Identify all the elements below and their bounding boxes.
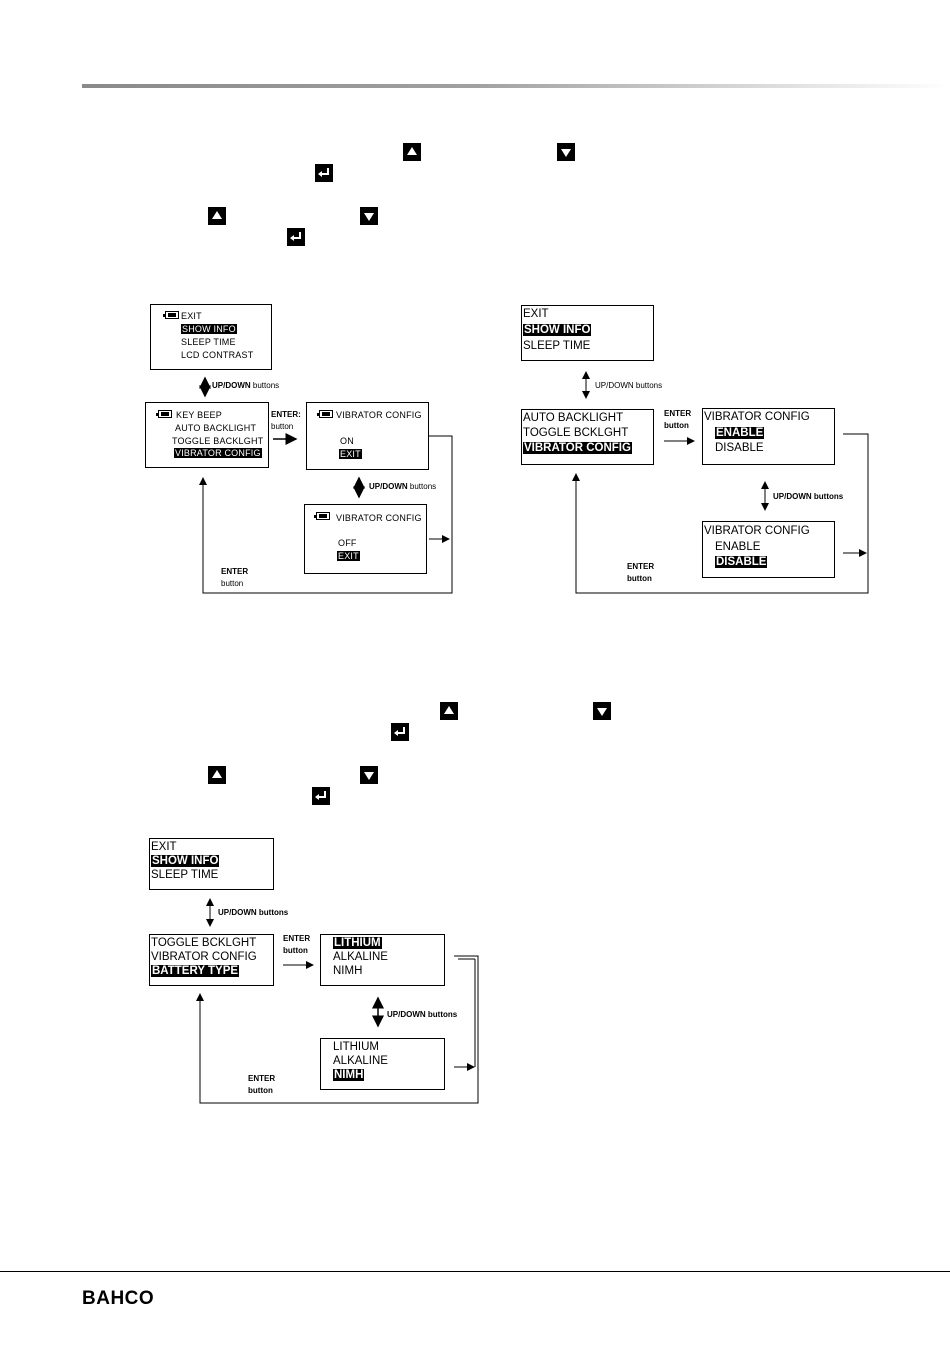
battery-icon — [163, 311, 179, 319]
menu-line: AUTO BACKLIGHT — [523, 412, 624, 424]
brand-logo: BAHCO — [82, 1288, 155, 1309]
enter-button-icon — [287, 228, 305, 246]
menu-line: SLEEP TIME — [523, 340, 591, 352]
option-line: DISABLE — [715, 442, 764, 454]
battery-lithium-screen: LITHIUM ALKALINE NIMH — [320, 934, 445, 986]
updown-label: UP/DOWN buttons — [218, 908, 289, 917]
option-line-selected: ENABLE — [715, 427, 765, 439]
option-line: ALKALINE — [333, 951, 388, 963]
screen-title: VIBRATOR CONFIG — [336, 410, 422, 420]
enter-button-icon — [391, 723, 409, 741]
menu-line-selected: VIBRATOR CONFIG — [523, 442, 632, 454]
option-line-selected: NIMH — [333, 1069, 365, 1081]
vibrator-enable-screen: VIBRATOR CONFIG ENABLE DISABLE — [702, 408, 835, 465]
vibrator-off-screen: VIBRATOR CONFIG OFF EXIT — [304, 504, 427, 574]
menu-screen-middle: AUTO BACKLIGHT TOGGLE BCKLGHT VIBRATOR C… — [521, 409, 654, 465]
menu-line: AUTO BACKLIGHT — [175, 423, 257, 433]
screen-title: VIBRATOR CONFIG — [704, 411, 810, 423]
battery-icon — [317, 410, 333, 418]
menu-line-selected: BATTERY TYPE — [151, 965, 240, 977]
option-line: OFF — [338, 538, 357, 548]
menu-line: EXIT — [151, 841, 177, 853]
down-triangle-button-icon — [593, 702, 611, 720]
battery-icon — [156, 410, 172, 418]
updown-label: UP/DOWN buttons — [369, 482, 437, 491]
enter-label: ENTER:button — [271, 410, 301, 431]
option-line: ALKALINE — [333, 1055, 388, 1067]
down-triangle-button-icon — [557, 143, 575, 161]
updown-label: UP/DOWN buttons — [212, 381, 280, 390]
option-line: ENABLE — [715, 541, 761, 553]
screen-title: VIBRATOR CONFIG — [704, 525, 810, 537]
menu-line: EXIT — [523, 308, 549, 320]
menu-line: SLEEP TIME — [151, 869, 219, 881]
menu-screen-top: EXIT SHOW INFO SLEEP TIME — [149, 838, 274, 890]
menu-line: KEY BEEP — [176, 410, 222, 420]
menu-screen-middle: KEY BEEP AUTO BACKLIGHT TOGGLE BACKLGHT … — [145, 402, 269, 468]
option-line-selected: LITHIUM — [333, 937, 382, 949]
menu-screen-middle: TOGGLE BCKLGHT VIBRATOR CONFIG BATTERY T… — [149, 934, 274, 986]
menu-line: TOGGLE BCKLGHT — [523, 427, 629, 439]
vibrator-disable-screen: VIBRATOR CONFIG ENABLE DISABLE — [702, 521, 835, 578]
menu-line: SLEEP TIME — [181, 337, 236, 347]
up-triangle-button-icon — [208, 207, 226, 225]
option-line: ON — [340, 436, 354, 446]
battery-nimh-screen: LITHIUM ALKALINE NIMH — [320, 1038, 445, 1090]
footer-rule — [0, 1271, 950, 1272]
option-line-selected: DISABLE — [715, 556, 768, 568]
menu-line: VIBRATOR CONFIG — [151, 951, 257, 963]
down-triangle-button-icon — [360, 207, 378, 225]
option-line-selected: EXIT — [339, 449, 362, 459]
down-triangle-button-icon — [360, 766, 378, 784]
menu-line: LCD CONTRAST — [181, 350, 254, 360]
option-line-selected: EXIT — [337, 551, 360, 561]
menu-line-selected: VIBRATOR CONFIG — [174, 448, 262, 458]
up-triangle-button-icon — [403, 143, 421, 161]
menu-screen-top: EXIT SHOW INFO SLEEP TIME LCD CONTRAST — [150, 304, 272, 370]
up-triangle-button-icon — [208, 766, 226, 784]
menu-line: TOGGLE BCKLGHT — [151, 937, 257, 949]
updown-label: UP/DOWN buttons — [595, 381, 663, 390]
menu-line: TOGGLE BACKLGHT — [172, 436, 264, 446]
updown-label: UP/DOWN buttons — [387, 1010, 458, 1019]
updown-label: UP/DOWN buttons — [773, 492, 844, 501]
menu-line-selected: SHOW INFO — [151, 855, 220, 867]
vibrator-on-screen: VIBRATOR CONFIG ON EXIT — [306, 402, 429, 470]
menu-screen-top: EXIT SHOW INFO SLEEP TIME — [521, 305, 654, 361]
enter-button-icon — [315, 164, 333, 182]
battery-icon — [314, 512, 330, 520]
up-triangle-button-icon — [440, 702, 458, 720]
option-line: LITHIUM — [333, 1041, 379, 1053]
header-rule — [82, 84, 950, 88]
menu-line-selected: SHOW INFO — [181, 324, 237, 334]
enter-button-icon — [312, 787, 330, 805]
menu-line: EXIT — [181, 311, 202, 321]
menu-line-selected: SHOW INFO — [523, 324, 592, 336]
screen-title: VIBRATOR CONFIG — [336, 513, 422, 523]
option-line: NIMH — [333, 965, 363, 977]
